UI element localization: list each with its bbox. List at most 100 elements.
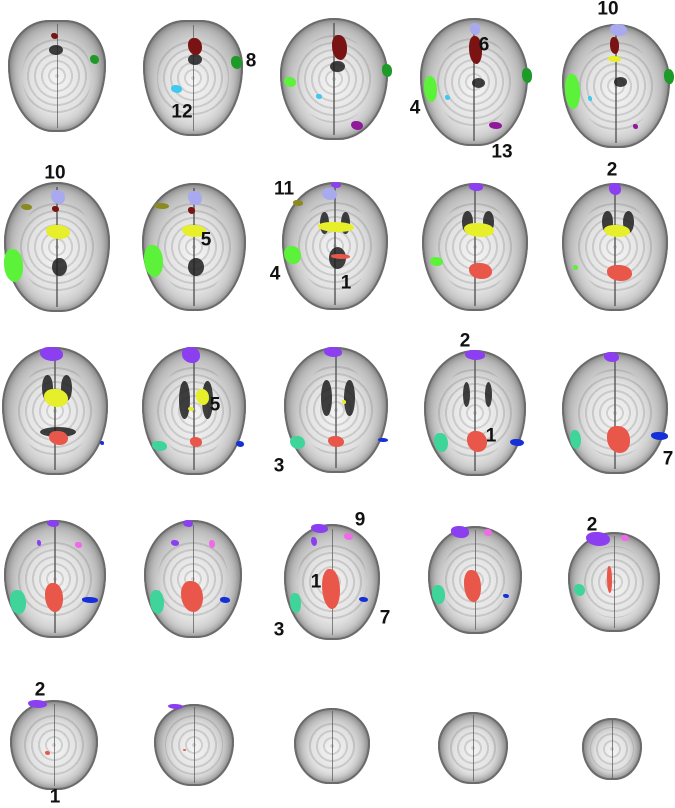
region-label-11: 11 xyxy=(273,178,295,200)
region-label-2: 2 xyxy=(586,514,598,536)
brain-tissue xyxy=(568,532,660,632)
brain-tissue xyxy=(154,704,234,786)
cluster-6-overlay xyxy=(187,207,196,214)
cluster-9-overlay xyxy=(343,533,354,541)
cluster-6-overlay xyxy=(609,36,620,55)
region-label-6: 6 xyxy=(478,34,490,56)
cluster-6-overlay xyxy=(51,33,58,40)
cluster-11-overlay xyxy=(154,203,170,209)
cluster-2-overlay xyxy=(168,704,183,710)
ventricle xyxy=(483,211,495,233)
brain-tissue xyxy=(562,183,668,311)
region-label-10: 10 xyxy=(597,0,619,20)
cluster-1-overlay xyxy=(181,580,203,613)
cluster-3-overlay xyxy=(290,435,305,450)
cluster-5-overlay xyxy=(44,389,68,407)
cluster-3-overlay xyxy=(570,430,582,450)
cluster-8-overlay xyxy=(663,68,675,85)
cluster-7-overlay xyxy=(220,597,231,603)
cluster-12-overlay xyxy=(171,85,182,94)
brain-tissue xyxy=(284,347,388,473)
region-label-4: 4 xyxy=(409,97,421,119)
region-label-9: 9 xyxy=(354,509,366,531)
brain-tissue xyxy=(562,352,668,474)
cluster-2-overlay xyxy=(171,540,180,546)
cluster-2-overlay xyxy=(586,532,611,547)
axial-slice-r5c1 xyxy=(10,700,98,790)
axial-slice-r5c3 xyxy=(294,708,370,784)
axial-slice-r1c1 xyxy=(8,20,106,132)
axial-slice-r3c4 xyxy=(424,350,526,476)
axial-slice-r4c4 xyxy=(428,526,522,634)
axial-slice-r2c2 xyxy=(142,183,246,311)
axial-slice-r2c1 xyxy=(4,182,110,312)
ventricle xyxy=(329,60,345,73)
ventricle xyxy=(321,380,332,416)
ventricle xyxy=(187,258,205,276)
cluster-8-overlay xyxy=(90,55,100,64)
cluster-2-overlay xyxy=(310,524,329,534)
region-label-3: 3 xyxy=(273,619,285,641)
cluster-3-overlay xyxy=(434,432,449,453)
axial-slice-r5c5 xyxy=(582,718,642,780)
axial-slice-r5c4 xyxy=(438,712,508,784)
cluster-9-overlay xyxy=(484,529,492,537)
cluster-12-overlay xyxy=(315,94,323,100)
cluster-2-overlay xyxy=(27,700,47,709)
cluster-2-overlay xyxy=(181,347,201,363)
axial-slice-r4c1 xyxy=(4,520,106,638)
cluster-6-overlay xyxy=(51,206,60,213)
region-label-1: 1 xyxy=(49,786,61,808)
cluster-2-overlay xyxy=(464,350,486,360)
cluster-1-overlay xyxy=(44,582,64,613)
cluster-1-overlay xyxy=(182,748,186,752)
cluster-7-overlay xyxy=(99,441,104,445)
cluster-4-overlay xyxy=(424,76,438,102)
cluster-2-overlay xyxy=(604,352,620,362)
cluster-10-overlay xyxy=(322,188,338,200)
cluster-1-overlay xyxy=(322,569,340,610)
cluster-5-overlay xyxy=(318,222,355,232)
ventricle xyxy=(49,44,63,55)
cluster-13-overlay xyxy=(489,122,503,129)
region-label-7: 7 xyxy=(662,448,674,470)
region-label-2: 2 xyxy=(34,679,46,701)
axial-slice-r3c2 xyxy=(142,347,246,475)
ventricle xyxy=(61,375,72,401)
cluster-7-overlay xyxy=(651,432,668,440)
ventricle xyxy=(42,375,53,401)
axial-slice-r4c2 xyxy=(144,520,242,638)
axial-slice-r1c4 xyxy=(420,18,533,146)
brain-tissue xyxy=(438,712,508,784)
cluster-2-overlay xyxy=(323,347,343,357)
cluster-3-overlay xyxy=(152,441,167,451)
region-label-3: 3 xyxy=(273,455,285,477)
axial-slice-r1c2 xyxy=(143,20,243,136)
axial-slice-r1c5 xyxy=(562,24,675,148)
cluster-11-overlay xyxy=(292,200,304,206)
cluster-2-overlay xyxy=(183,520,193,528)
ventricle xyxy=(179,381,190,419)
cluster-2-overlay xyxy=(450,526,470,538)
brain-tissue xyxy=(2,347,108,475)
cluster-3-overlay xyxy=(573,583,585,597)
ventricle xyxy=(51,258,67,277)
cluster-5-overlay xyxy=(342,400,347,405)
axial-slice-r4c3 xyxy=(284,524,380,640)
cluster-9-overlay xyxy=(208,540,215,548)
cluster-1-overlay xyxy=(45,750,51,755)
cluster-3-overlay xyxy=(289,592,302,613)
region-label-8: 8 xyxy=(245,50,257,72)
brain-tissue xyxy=(142,347,246,475)
cluster-6-overlay xyxy=(468,36,482,64)
cluster-3-overlay xyxy=(10,590,27,615)
brain-tissue xyxy=(144,520,242,638)
cluster-4-overlay xyxy=(284,77,297,87)
cluster-4-overlay xyxy=(144,245,163,277)
cluster-10-overlay xyxy=(469,23,481,35)
region-label-13: 13 xyxy=(491,141,513,163)
cluster-3-overlay xyxy=(149,590,164,615)
cluster-5-overlay xyxy=(181,225,207,237)
ventricle xyxy=(485,381,493,408)
brain-tissue xyxy=(422,183,528,311)
